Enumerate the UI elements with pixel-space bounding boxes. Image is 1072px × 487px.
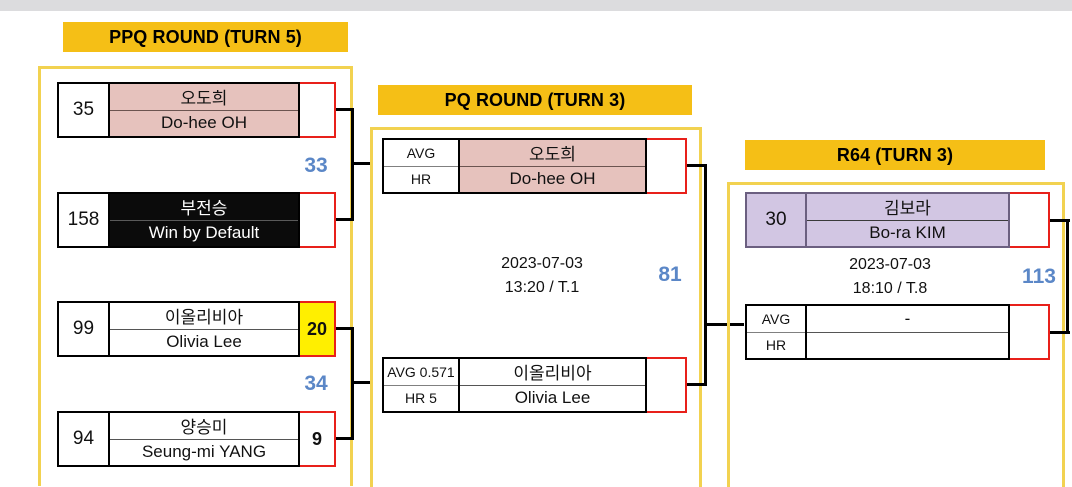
player-names: 양승미 Seung-mi YANG <box>110 411 300 467</box>
player-names: 부전승 Win by Default <box>110 192 300 248</box>
stat-avg: AVG <box>747 306 805 333</box>
seed-number: 99 <box>57 301 110 357</box>
player-name-kr: 이올리비아 <box>110 303 298 330</box>
r64-entry-2[interactable]: AVG HR - <box>745 304 1050 360</box>
stat-cell: AVG HR <box>382 138 460 194</box>
player-names: 김보라 Bo-ra KIM <box>807 192 1010 248</box>
seed-number: 35 <box>57 82 110 138</box>
pq-entry-1[interactable]: AVG HR 오도희 Do-hee OH <box>382 138 687 194</box>
connector-r64-vertical <box>1066 219 1069 334</box>
pq-aggregate: 81 <box>658 263 682 286</box>
r64-aggregate: 113 <box>1022 265 1056 288</box>
stat-hr: HR <box>765 337 787 354</box>
connector-pq-top <box>687 164 707 167</box>
ppq-m1-aggregate: 33 <box>304 154 328 177</box>
stat-avg: AVG <box>384 140 458 167</box>
window-top-strip <box>0 0 1072 11</box>
pq-match-meta: 2023-07-03 13:20 / T.1 <box>452 248 632 304</box>
connector-ppq-m2-out <box>351 381 373 384</box>
player-name-kr: 김보라 <box>807 194 1008 221</box>
seed-number: 30 <box>745 192 807 248</box>
score-box[interactable] <box>300 82 336 138</box>
score-box-winner[interactable]: 20 <box>300 301 336 357</box>
connector-pq-bottom <box>687 383 707 386</box>
score-box[interactable] <box>300 192 336 248</box>
score-box[interactable] <box>1010 192 1050 248</box>
player-names: - <box>807 304 1010 360</box>
player-names: 이올리비아 Olivia Lee <box>110 301 300 357</box>
seed-number: 158 <box>57 192 110 248</box>
player-name-en: Seung-mi YANG <box>141 442 267 462</box>
pq-entry-2[interactable]: AVG 0.571 HR 5 이올리비아 Olivia Lee <box>382 357 687 413</box>
score-box[interactable] <box>647 357 687 413</box>
ppq-m1-player-1[interactable]: 35 오도희 Do-hee OH <box>57 82 336 138</box>
player-name-en: Bo-ra KIM <box>869 223 946 243</box>
player-names: 오도희 Do-hee OH <box>460 138 647 194</box>
stat-cell: AVG HR <box>745 304 807 360</box>
player-name-en: Do-hee OH <box>161 113 247 133</box>
player-names: 오도희 Do-hee OH <box>110 82 300 138</box>
player-name-kr: - <box>807 306 1008 333</box>
match-time: 18:10 / T.8 <box>852 280 928 297</box>
column-frame-pq <box>370 127 702 487</box>
column-frame-r64 <box>727 182 1065 487</box>
player-name-en: Olivia Lee <box>514 388 591 408</box>
round-banner-ppq: PPQ ROUND (TURN 5) <box>63 22 348 52</box>
player-name-kr: 양승미 <box>110 413 298 440</box>
connector-ppq-m2-top <box>336 327 354 330</box>
player-name-en: Win by Default <box>148 223 260 243</box>
ppq-m2-player-1[interactable]: 99 이올리비아 Olivia Lee 20 <box>57 301 336 357</box>
stat-hr: HR 5 <box>405 390 437 407</box>
ppq-m1-player-2[interactable]: 158 부전승 Win by Default <box>57 192 336 248</box>
player-name-kr: 오도희 <box>110 84 298 111</box>
round-banner-r64: R64 (TURN 3) <box>745 140 1045 170</box>
connector-pq-vertical <box>704 164 707 386</box>
player-name-kr: 이올리비아 <box>460 359 645 386</box>
connector-ppq-m1-bottom <box>336 218 354 221</box>
r64-entry-1[interactable]: 30 김보라 Bo-ra KIM <box>745 192 1050 248</box>
score-box[interactable]: 9 <box>300 411 336 467</box>
match-time: 13:20 / T.1 <box>504 279 580 296</box>
player-name-en <box>807 333 1008 359</box>
stat-avg: AVG 0.571 <box>384 359 458 386</box>
seed-number: 94 <box>57 411 110 467</box>
connector-ppq-m1-out <box>351 162 373 165</box>
player-name-en: Olivia Lee <box>166 332 242 352</box>
connector-ppq-m2-bottom <box>336 437 354 440</box>
column-frame-ppq <box>38 66 353 486</box>
ppq-m2-player-2[interactable]: 94 양승미 Seung-mi YANG 9 <box>57 411 336 467</box>
player-name-kr: 부전승 <box>110 194 298 221</box>
stat-cell: AVG 0.571 HR 5 <box>382 357 460 413</box>
player-names: 이올리비아 Olivia Lee <box>460 357 647 413</box>
r64-match-meta: 2023-07-03 18:10 / T.8 <box>800 250 980 304</box>
round-banner-pq: PQ ROUND (TURN 3) <box>378 85 692 115</box>
player-name-kr: 오도희 <box>460 140 645 167</box>
match-date: 2023-07-03 <box>849 256 931 273</box>
connector-ppq-m1-top <box>336 108 354 111</box>
stat-hr: HR <box>410 171 432 188</box>
ppq-m2-aggregate: 34 <box>304 372 328 395</box>
score-box[interactable] <box>1010 304 1050 360</box>
connector-pq-out <box>704 323 744 326</box>
connector-r64-top <box>1050 219 1070 222</box>
connector-r64-bottom <box>1050 331 1070 334</box>
score-box[interactable] <box>647 138 687 194</box>
player-name-en: Do-hee OH <box>509 169 596 189</box>
match-date: 2023-07-03 <box>501 255 583 272</box>
